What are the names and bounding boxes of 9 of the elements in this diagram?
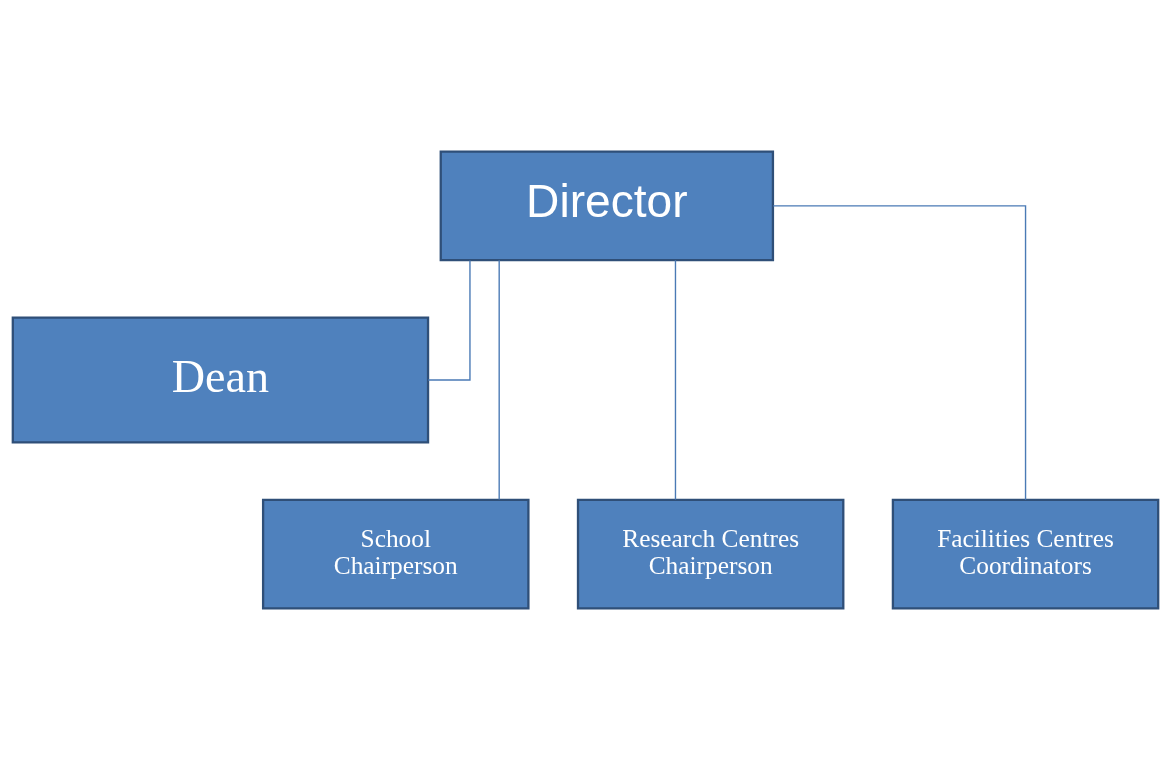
connector — [498, 259, 500, 501]
connector — [772, 205, 1027, 501]
node-box: Dean — [11, 316, 430, 444]
node-box: Research Centres Chairperson — [576, 498, 845, 610]
connector — [674, 259, 677, 501]
node-box: School Chairperson — [261, 498, 530, 610]
node-box: Director — [439, 150, 775, 262]
node-box: Facilities Centres Coordinators — [891, 498, 1160, 610]
connector — [427, 259, 471, 381]
